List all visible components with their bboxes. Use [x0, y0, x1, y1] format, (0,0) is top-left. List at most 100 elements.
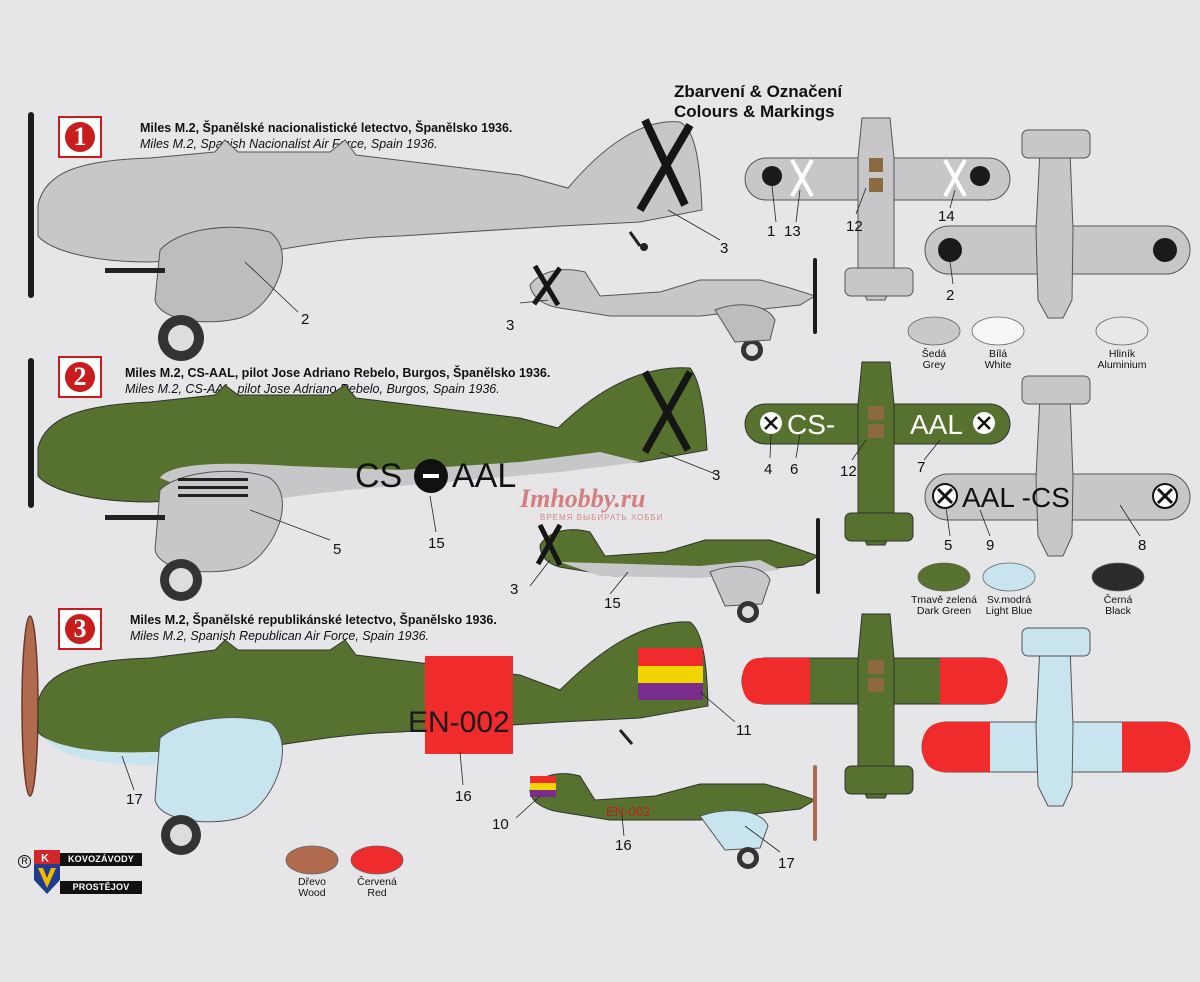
swatch-red — [350, 845, 404, 875]
swatch-light-blue — [982, 562, 1036, 592]
scheme-number-3: 3 — [65, 614, 95, 644]
swatch-name-cz: Černá — [1103, 594, 1133, 606]
manufacturer-logo: R K KOVOZÁVODY PROSTĚJOV — [18, 850, 142, 896]
swatch-name-en: White — [984, 359, 1012, 371]
callout-4: 4 — [764, 461, 772, 478]
callout-5: 5 — [944, 537, 952, 554]
scheme-title-1-english: Miles M.2, Spanish Nacionalist Air Force… — [140, 137, 438, 151]
callout-13: 13 — [784, 223, 801, 240]
callout-6: 6 — [790, 461, 798, 478]
scheme-3-side-view: EN-002 — [21, 615, 709, 855]
registered-mark: R — [18, 855, 31, 868]
callout-10: 10 — [492, 816, 509, 833]
swatch-name-en: Aluminium — [1097, 359, 1147, 371]
callout-9: 9 — [986, 537, 994, 554]
callout-3: 3 — [712, 467, 720, 484]
scheme-1-side-view-small — [529, 258, 817, 361]
scheme-2-side-view — [28, 358, 708, 601]
callout-14: 14 — [938, 208, 955, 225]
swatch-name-en: Light Blue — [985, 605, 1033, 617]
swatch-name-en: Black — [1105, 605, 1131, 617]
callout-3: 3 — [510, 581, 518, 598]
swatch-name-en: Dark Green — [916, 605, 972, 617]
callout-2: 2 — [946, 287, 954, 304]
callout-16: 16 — [615, 837, 632, 854]
swatch-dark-green — [917, 562, 971, 592]
title-czech: Zbarvení & Označení — [674, 82, 843, 101]
scheme-2-bottom-view: AAL -CS — [924, 375, 1191, 557]
page-title: Zbarvení & Označení Colours & Markings — [674, 82, 842, 122]
callout-17: 17 — [778, 855, 795, 872]
swatch-name-en: Grey — [922, 359, 946, 371]
serial-number: EN-002 — [408, 706, 510, 739]
callout-17: 17 — [126, 791, 143, 808]
kovozavody-shield-icon: K — [34, 850, 60, 894]
callout-11: 11 — [736, 722, 752, 739]
callout-1: 1 — [767, 223, 775, 240]
callout-15: 15 — [428, 535, 445, 552]
registration-fuselage-aal: AAL — [452, 457, 516, 495]
callout-leader-lines — [121, 185, 1141, 853]
swatch-grey — [907, 316, 961, 346]
logo-letter: K — [41, 853, 49, 865]
scheme-1-bottom-view — [924, 129, 1191, 319]
serial-number-small: EN-002 — [606, 804, 650, 819]
scheme-2-side-markings: CS AAL — [355, 457, 516, 495]
logo-brand-bottom: PROSTĚJOV — [60, 881, 142, 894]
scheme-title-3-english: Miles M.2, Spanish Republican Air Force,… — [130, 629, 429, 643]
swatch-name-cz: Hliník — [1108, 348, 1136, 360]
callout-16: 16 — [455, 788, 472, 805]
callout-3: 3 — [506, 317, 514, 334]
swatch-wood — [285, 845, 339, 875]
swatch-name-cz: Červená — [357, 876, 397, 888]
swatch-name-cz: Šedá — [921, 348, 947, 360]
registration-wing-bottom: AAL -CS — [962, 482, 1070, 513]
scheme-badge-2: 2 — [58, 356, 102, 398]
callout-15: 15 — [604, 595, 621, 612]
registration-wing-top-aal: AAL — [910, 409, 963, 440]
scheme-title-3: Miles M.2, Španělské republikánské letec… — [130, 612, 497, 644]
scheme-2-side-view-small — [535, 518, 820, 623]
scheme-badge-1: 1 — [58, 116, 102, 158]
scheme-1-side-view — [28, 112, 703, 361]
logo-brand-top: KOVOZÁVODY — [60, 853, 142, 866]
callout-12: 12 — [846, 218, 863, 235]
swatch-aluminium — [1095, 316, 1149, 346]
callout-8: 8 — [1138, 537, 1146, 554]
scheme-badge-3: 3 — [58, 608, 102, 650]
registration-fuselage-cs: CS — [355, 457, 402, 495]
scheme-1-top-view — [744, 117, 1011, 301]
scheme-3-side-view-small: EN-002 — [529, 765, 817, 869]
callout-7: 7 — [917, 459, 925, 476]
callout-12: 12 — [840, 463, 857, 480]
swatch-name-cz: Bílá — [988, 348, 1008, 360]
swatch-name-cz: Sv.modrá — [986, 594, 1032, 606]
callout-numbers: 3 2 3 1 13 12 14 2 5 15 3 3 15 4 6 12 7 … — [126, 208, 1146, 872]
swatch-name-cz: Tmavě zelená — [911, 594, 977, 606]
scheme-title-2-czech: Miles M.2, CS-AAL, pilot Jose Adriano Re… — [125, 366, 551, 380]
scheme-title-1-czech: Miles M.2, Španělské nacionalistické let… — [140, 121, 513, 135]
scheme-title-3-czech: Miles M.2, Španělské republikánské letec… — [130, 613, 497, 627]
swatch-name-en: Wood — [298, 887, 326, 899]
scheme-3-top-view — [741, 613, 1008, 799]
scheme-3-bottom-view — [921, 627, 1191, 807]
watermark-name: Imhobby.ru — [520, 484, 646, 513]
scheme-number-2: 2 — [65, 362, 95, 392]
swatch-name-en: Red — [367, 887, 387, 899]
scheme-number-1: 1 — [65, 122, 95, 152]
watermark-tagline: ВРЕМЯ ВЫБИРАТЬ ХОББИ — [540, 513, 664, 522]
scheme-2-top-view: CS- AAL — [744, 361, 1011, 546]
swatch-black — [1091, 562, 1145, 592]
callout-2: 2 — [301, 311, 309, 328]
title-english: Colours & Markings — [674, 102, 835, 121]
